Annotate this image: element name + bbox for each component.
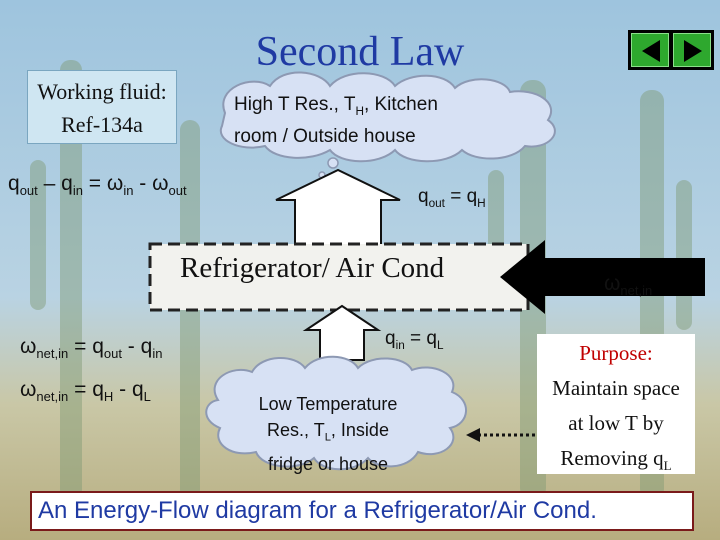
triangle-right-icon[interactable] bbox=[673, 33, 711, 67]
purpose-box: Purpose: Maintain space at low T by Remo… bbox=[537, 334, 695, 474]
slide-nav-buttons bbox=[628, 30, 714, 70]
high-temp-reservoir-label: High T Res., TH, Kitchen room / Outside … bbox=[234, 94, 438, 147]
net-work-equation-2: ωnet,in = qH - qL bbox=[20, 378, 151, 405]
work-input-arrow bbox=[500, 240, 705, 314]
high-temp-reservoir-cloud bbox=[219, 71, 556, 163]
qin-label: qin = qL bbox=[385, 328, 444, 352]
purpose-pointer-arrow bbox=[466, 428, 535, 442]
slide-caption: An Energy-Flow diagram for a Refrigerato… bbox=[30, 491, 694, 531]
low-temp-reservoir-label: Low Temperature Res., TL, Inside fridge … bbox=[258, 394, 398, 474]
heat-rejected-arrow bbox=[275, 168, 401, 253]
work-input-label: ωnet,in bbox=[604, 272, 653, 299]
purpose-title: Purpose: bbox=[579, 341, 653, 365]
net-work-equation-1: ωnet,in = qout - qin bbox=[20, 335, 163, 362]
energy-balance-equation: qout – qin = ωin - ωout bbox=[8, 172, 187, 199]
heat-absorbed-arrow bbox=[302, 304, 382, 361]
working-fluid-box: Working fluid: Ref-134a bbox=[27, 70, 177, 144]
triangle-left-icon[interactable] bbox=[631, 33, 669, 67]
low-temp-reservoir-cloud bbox=[205, 355, 467, 471]
purpose-text: Maintain space at low T by Removing qL bbox=[552, 376, 680, 474]
slide-title: Second Law bbox=[255, 29, 465, 75]
refrigerator-box bbox=[148, 242, 530, 312]
working-fluid-label: Working fluid: bbox=[37, 79, 167, 104]
working-fluid-value: Ref-134a bbox=[61, 112, 143, 137]
qout-label: qout = qH bbox=[418, 186, 486, 210]
refrigerator-label: Refrigerator/ Air Cond bbox=[180, 252, 445, 284]
